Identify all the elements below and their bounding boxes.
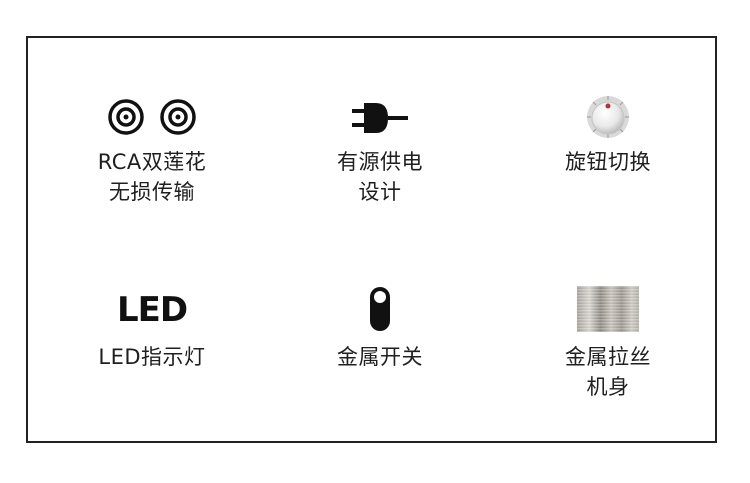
rotary-knob-icon (586, 95, 630, 139)
features-panel (26, 36, 717, 443)
feature-label-line-1: 有源供电 (337, 150, 423, 174)
feature-label-line-1: 金属开关 (337, 345, 423, 369)
feature-switch: 金属开关 (280, 286, 480, 408)
led-indicator-icon: LED (116, 290, 188, 330)
feature-label-line-1: RCA双莲花 (97, 150, 207, 174)
feature-label-line-2: 无损传输 (109, 180, 195, 204)
power-plug-icon (350, 101, 410, 135)
feature-brushed-metal: 金属拉丝 机身 (508, 286, 708, 408)
feature-label-line-2: 机身 (586, 375, 630, 399)
feature-label-line-1: 旋钮切换 (565, 150, 651, 174)
feature-power: 有源供电 设计 (280, 95, 480, 215)
feature-led: LED LED指示灯 (52, 288, 252, 408)
feature-label-line-2: 设计 (358, 180, 402, 204)
toggle-switch-icon (369, 286, 391, 332)
feature-knob: 旋钮切换 (508, 95, 708, 215)
feature-label-line-1: LED指示灯 (98, 345, 206, 369)
feature-rca: RCA双莲花 无损传输 (52, 95, 252, 215)
brushed-metal-swatch (577, 286, 639, 332)
feature-label-line-1: 金属拉丝 (565, 345, 651, 369)
rca-connector-icon (107, 97, 197, 137)
